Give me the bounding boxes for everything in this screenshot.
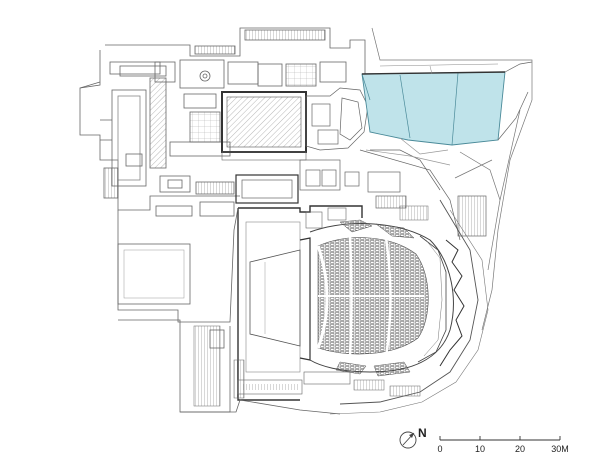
central-support-block — [235, 87, 461, 241]
scale-bar: 0 10 20 30M — [437, 436, 569, 454]
scale-bar-label: 10 — [475, 444, 485, 454]
north-label: N — [418, 426, 427, 440]
backstage-wing — [79, 27, 366, 217]
rehearsal-hall — [221, 91, 307, 161]
north-arrow-icon — [399, 431, 417, 449]
scale-bar-label: 30M — [551, 444, 569, 454]
main-auditorium — [233, 199, 489, 415]
glazed-foyer — [361, 61, 533, 146]
scale-bar-label: 20 — [515, 444, 525, 454]
stage-side-wing — [117, 207, 341, 415]
north-arrow: N — [399, 426, 427, 449]
scale-bar-label: 0 — [437, 444, 442, 454]
